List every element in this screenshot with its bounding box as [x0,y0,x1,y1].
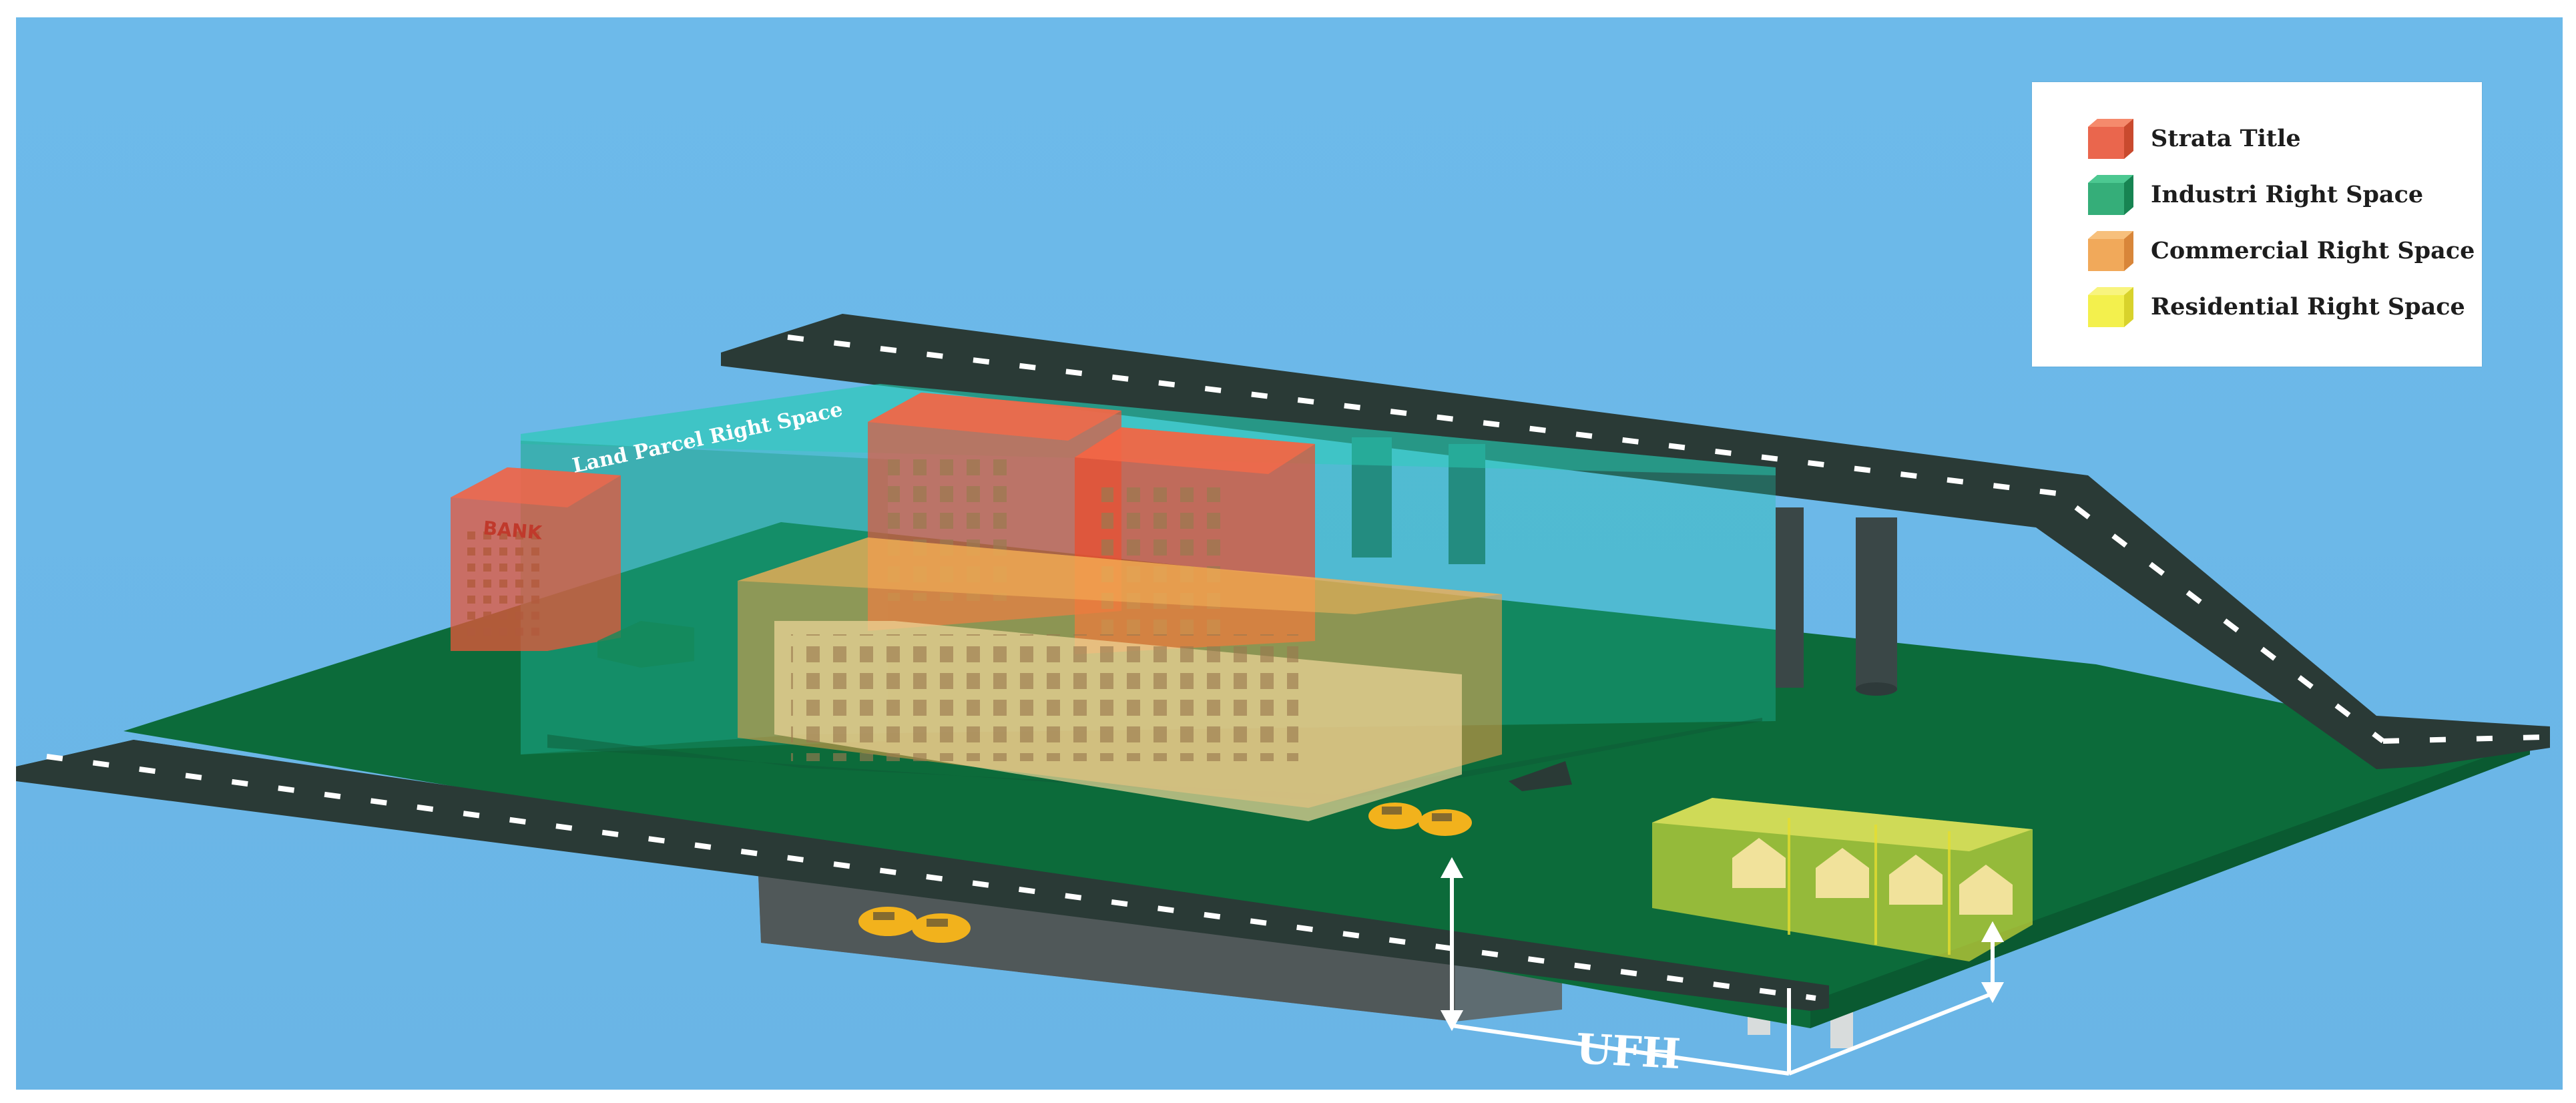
legend-item-industri-right-space: Industri Right Space [2084,166,2482,222]
ufh-dimension-lines [1440,857,2005,1076]
cars-group-top [1368,803,1472,836]
elevated-road [721,314,2550,769]
residential-right-space-box [1652,798,2033,961]
parcel-annex-block [597,621,694,668]
elevated-road-pillars [1352,437,1897,696]
cars-group-bottom [858,907,971,943]
legend-label: Strata Title [2151,124,2301,152]
green-cube-icon [2088,175,2133,215]
yellow-cube-icon [2088,287,2133,327]
legend-item-residential-right-space: Residential Right Space [2084,278,2482,335]
legend-item-strata-title: Strata Title [2084,110,2482,166]
legend-label: Residential Right Space [2151,292,2465,320]
orange-cube-icon [2088,231,2133,271]
ventilation-hatch [1509,761,1572,791]
legend-panel: Strata Title Industri Right Space Commer… [2032,82,2482,367]
legend-label: Industri Right Space [2151,180,2424,208]
commercial-right-space-box [738,537,1502,821]
legend-label: Commercial Right Space [2151,236,2475,264]
front-road [16,740,1829,1011]
strata-title-building-left [451,467,621,651]
ufh-label: UFH [1575,1024,1682,1078]
bank-sign: BANK [482,517,543,544]
legend-item-commercial-right-space: Commercial Right Space [2084,222,2482,278]
red-cube-icon [2088,119,2133,159]
